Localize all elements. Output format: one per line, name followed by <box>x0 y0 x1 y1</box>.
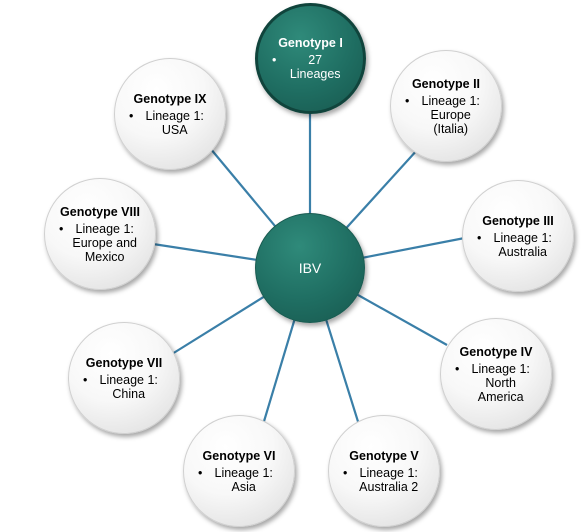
node-item: • Lineage 1: Australia 2 <box>343 466 425 494</box>
hub-node-ibv: IBV <box>255 213 365 323</box>
node-item-text: Lineage 1: Australia 2 <box>359 465 419 494</box>
node-title: Genotype VI <box>202 448 276 463</box>
node-title: Genotype V <box>349 448 419 463</box>
node-genotype-vii: Genotype VII • Lineage 1: China <box>68 322 180 434</box>
node-title: Genotype IX <box>133 91 207 106</box>
node-item: • Lineage 1: China <box>83 373 165 401</box>
hub-label: IBV <box>298 260 322 276</box>
node-item-text: 27 Lineages <box>289 53 341 81</box>
node-genotype-v: Genotype V • Lineage 1: Australia 2 <box>328 415 440 527</box>
node-item: • Lineage 1: Europe and Mexico <box>59 222 141 264</box>
node-item: • 27 Lineages <box>272 53 349 81</box>
node-item: • Lineage 1: Asia <box>198 466 280 494</box>
node-item: • Lineage 1: North America <box>455 362 537 404</box>
node-item-text: Lineage 1: Australia <box>493 230 552 259</box>
node-item: • Lineage 1: Australia <box>477 231 559 259</box>
node-item-text: Lineage 1: China <box>99 372 158 401</box>
node-item-text: Lineage 1: North America <box>471 361 530 404</box>
bullet-glyph: • <box>343 465 348 480</box>
node-title: Genotype IV <box>459 344 533 359</box>
bullet-glyph: • <box>477 230 482 245</box>
node-genotype-iii: Genotype III • Lineage 1: Australia <box>462 180 574 292</box>
node-item: • Lineage 1: USA <box>129 109 211 137</box>
node-item-text: Lineage 1: Europe and Mexico <box>72 221 138 264</box>
node-title: Genotype I <box>278 36 343 50</box>
node-item: • Lineage 1: Europe (Italia) <box>405 94 487 136</box>
node-item-text: Lineage 1: Asia <box>214 465 273 494</box>
node-genotype-i: Genotype I • 27 Lineages <box>255 3 366 114</box>
bullet-glyph: • <box>272 53 277 67</box>
bullet-glyph: • <box>59 221 64 236</box>
node-item-text: Lineage 1: USA <box>145 108 204 137</box>
node-title: Genotype VII <box>85 355 163 370</box>
bullet-glyph: • <box>198 465 203 480</box>
node-genotype-iv: Genotype IV • Lineage 1: North America <box>440 318 552 430</box>
node-title: Genotype II <box>411 76 481 91</box>
node-genotype-viii: Genotype VIII • Lineage 1: Europe and Me… <box>44 178 156 290</box>
node-item-text: Lineage 1: Europe (Italia) <box>421 93 480 136</box>
bullet-glyph: • <box>129 108 134 123</box>
bullet-glyph: • <box>83 372 88 387</box>
bullet-glyph: • <box>455 361 460 376</box>
node-genotype-vi: Genotype VI • Lineage 1: Asia <box>183 415 295 527</box>
node-title: Genotype III <box>482 213 554 228</box>
bullet-glyph: • <box>405 93 410 108</box>
node-genotype-ix: Genotype IX • Lineage 1: USA <box>114 58 226 170</box>
node-genotype-ii: Genotype II • Lineage 1: Europe (Italia) <box>390 50 502 162</box>
node-title: Genotype VIII <box>60 204 140 219</box>
